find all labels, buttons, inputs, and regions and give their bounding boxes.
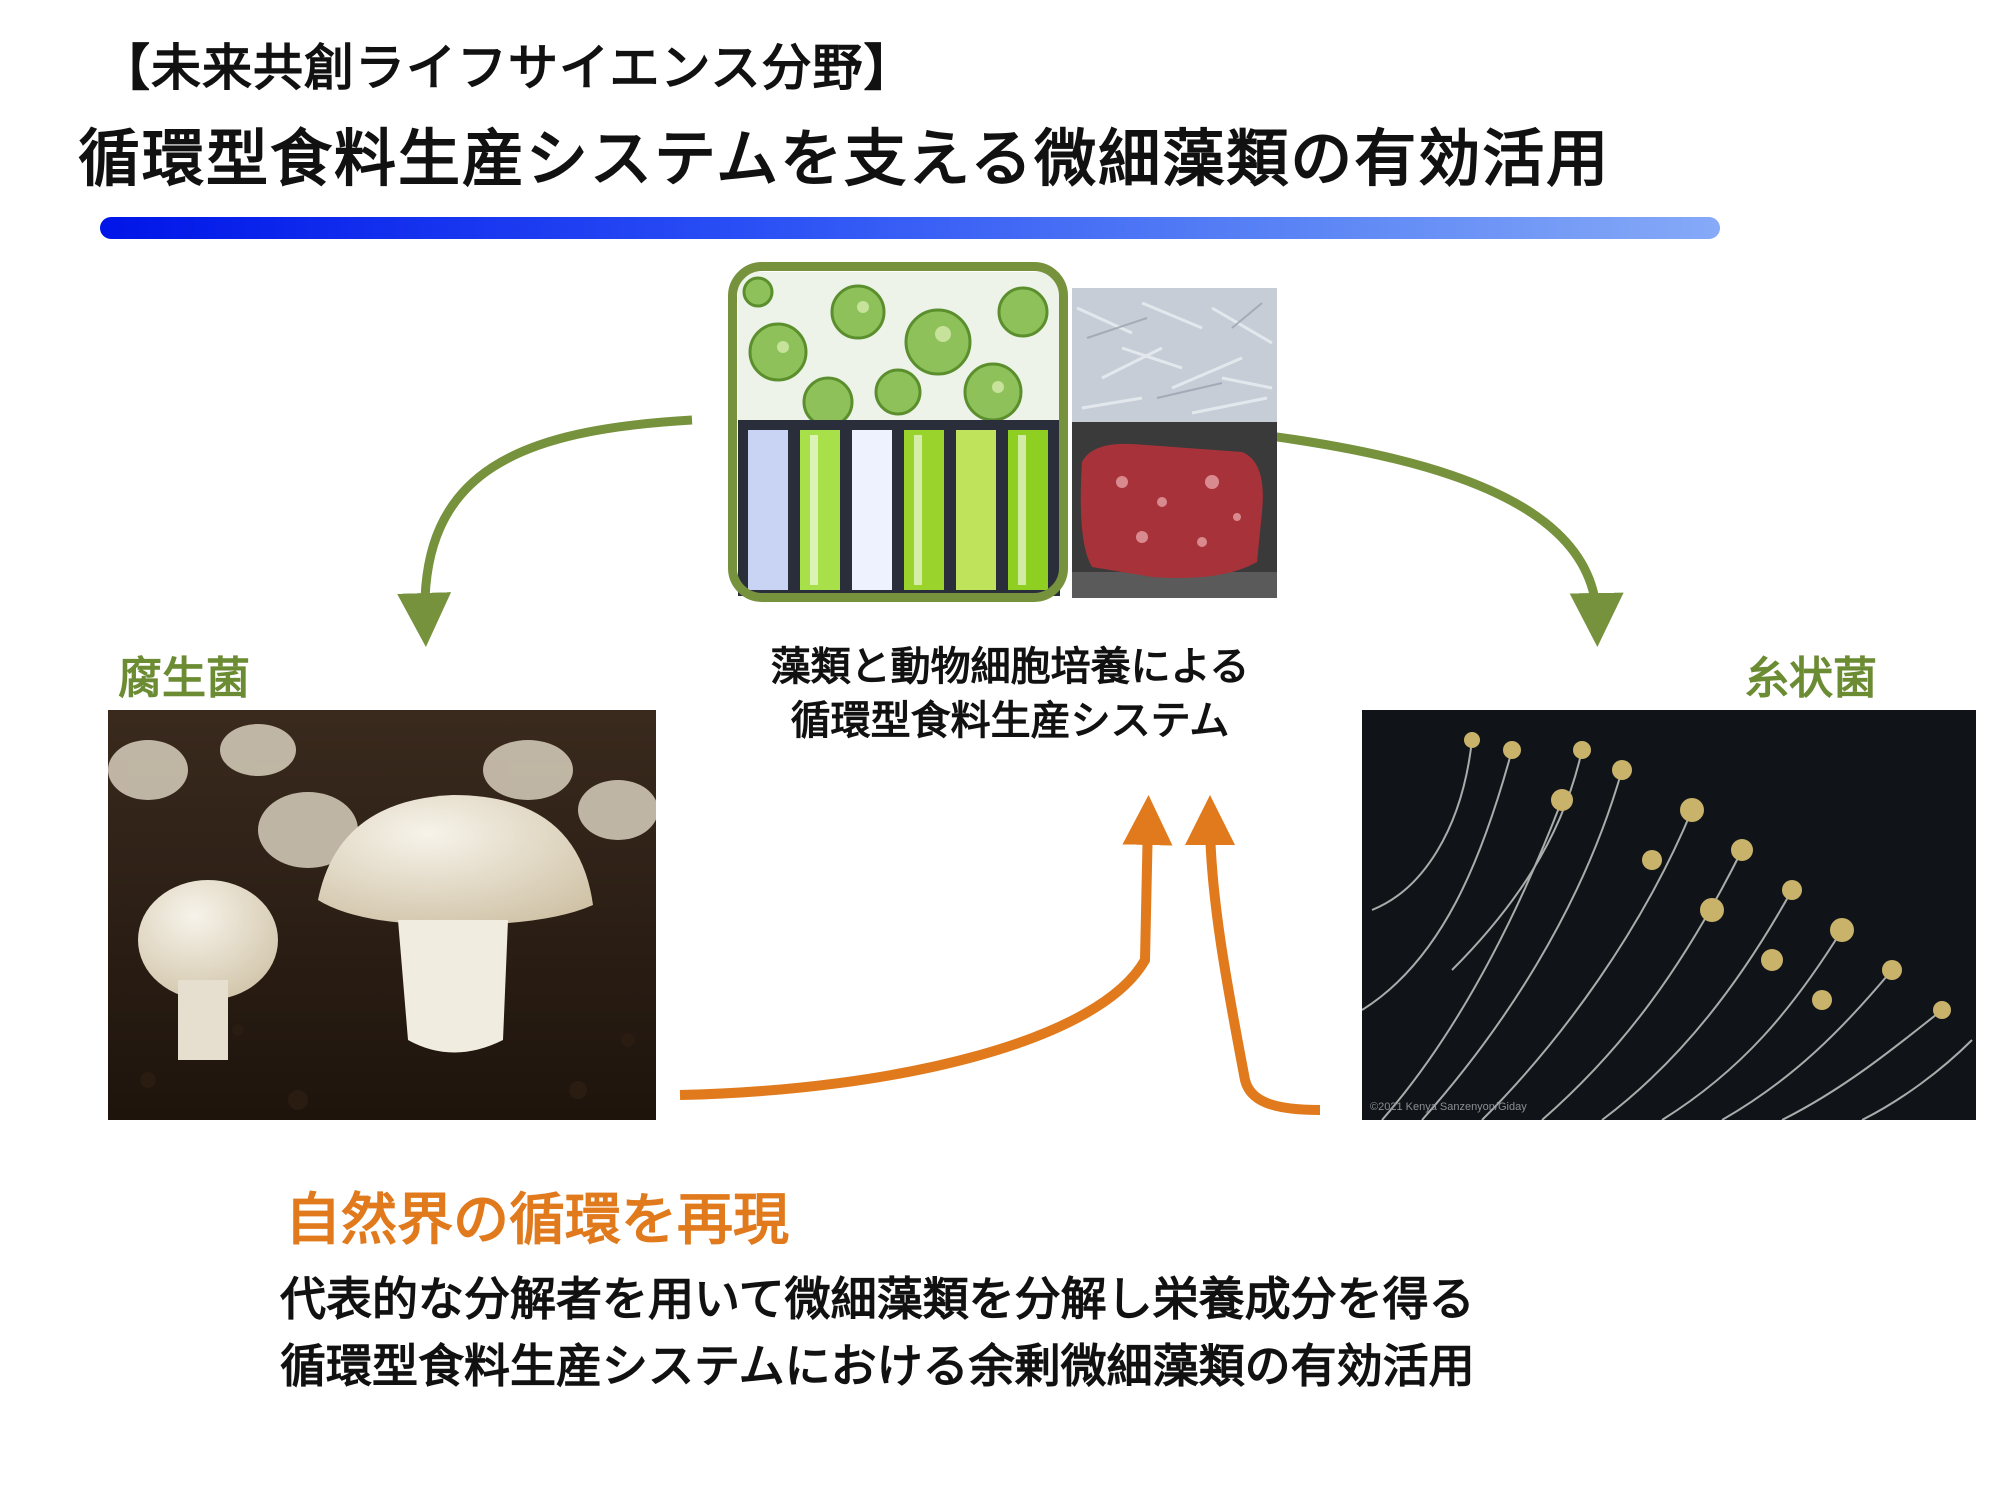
center-system-caption: 藻類と動物細胞培養による 循環型食料生産システム <box>680 640 1340 748</box>
description-line2: 循環型食料生産システムにおける余剰微細藻類の有効活用 <box>280 1339 1475 1393</box>
orange-arrow-left <box>679 795 1173 1100</box>
filamentous-fungi-label: 糸状菌 <box>1745 653 1877 704</box>
bottom-heading: 自然界の循環を再現 <box>285 1188 789 1253</box>
cultured-meat-photo <box>1072 422 1277 598</box>
description-line1: 代表的な分解者を用いて微細藻類を分解し栄養成分を得る <box>280 1272 1475 1326</box>
page-title: 循環型食料生産システムを支える微細藻類の有効活用 <box>78 122 1611 195</box>
green-arrow-left <box>397 415 693 647</box>
algae-photobioreactor-photo <box>738 420 1060 596</box>
mushroom-photo <box>108 710 656 1120</box>
category-heading: 【未来共創ライフサイエンス分野】 <box>100 39 915 97</box>
photo-watermark: ©2021 Kenya Sanzenyon/Giday <box>1370 1101 1527 1113</box>
mold-photo: ©2021 Kenya Sanzenyon/Giday <box>1362 710 1976 1120</box>
center-caption-line1: 藻類と動物細胞培養による <box>770 644 1250 690</box>
algae-cells-photo <box>738 272 1060 420</box>
orange-arrow-right <box>1185 795 1321 1115</box>
title-underline-bar <box>100 217 1720 239</box>
center-caption-line2: 循環型食料生産システム <box>790 698 1230 744</box>
saprophytic-fungi-label: 腐生菌 <box>118 653 250 704</box>
cell-culture-micrograph <box>1072 288 1277 422</box>
algae-highlight-frame <box>728 262 1068 602</box>
